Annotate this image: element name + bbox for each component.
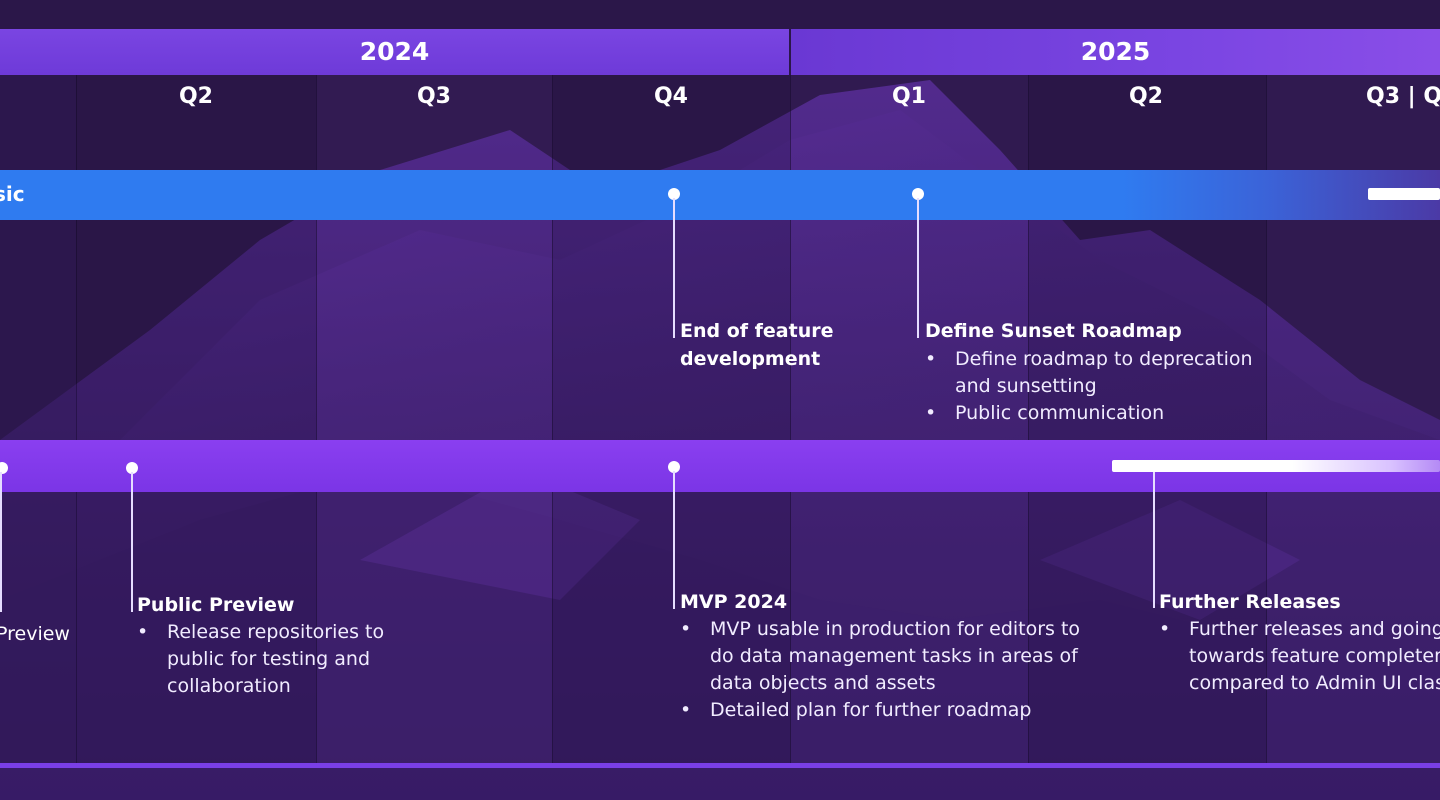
milestone-stem xyxy=(917,198,919,338)
milestone-stem xyxy=(673,198,675,338)
list-item: MVP usable in production for editors to … xyxy=(680,616,1090,697)
milestone-end-feature-title-2: development xyxy=(680,348,821,370)
milestone-public-preview-title: Public Preview xyxy=(137,594,295,616)
milestone-mvp-list: MVP usable in production for editors to … xyxy=(680,616,1090,724)
milestone-dot xyxy=(668,461,680,473)
quarter-label: Q2 xyxy=(1128,84,1163,109)
quarter-label: Q2 xyxy=(178,84,213,109)
milestone-stem xyxy=(673,471,675,609)
milestone-dot xyxy=(0,462,8,474)
milestone-stem xyxy=(131,472,133,612)
list-item: Detailed plan for further roadmap xyxy=(680,697,1090,724)
year-header-2024: 2024 xyxy=(0,29,789,75)
further-releases-bar xyxy=(1112,460,1440,472)
classic-continuation-bar xyxy=(1368,188,1440,200)
milestone-sunset-title: Define Sunset Roadmap xyxy=(925,320,1182,342)
milestone-mvp-title: MVP 2024 xyxy=(680,591,788,613)
milestone-stem xyxy=(0,472,2,612)
milestone-dot xyxy=(912,188,924,200)
list-item: Release repositories to public for testi… xyxy=(137,619,417,700)
milestone-further-title: Further Releases xyxy=(1159,591,1341,613)
quarter-label: Q1 xyxy=(891,84,926,109)
quarter-label: Q4 xyxy=(653,84,688,109)
quarter-label: Q3 | Q xyxy=(1366,84,1440,109)
milestone-public-preview-list: Release repositories to public for testi… xyxy=(137,619,417,700)
list-item: Public communication xyxy=(925,400,1255,427)
list-item: Define roadmap to deprecation and sunset… xyxy=(925,346,1255,400)
classic-track-bar xyxy=(0,170,1440,220)
milestone-stem xyxy=(1153,472,1155,608)
milestone-end-feature-title: End of feature xyxy=(680,320,834,342)
milestone-preview-fragment: Preview xyxy=(0,623,70,645)
list-item: Further releases and going towards featu… xyxy=(1159,616,1440,697)
bottom-divider xyxy=(0,763,1440,768)
milestone-dot xyxy=(126,462,138,474)
year-header-2025: 2025 xyxy=(791,29,1440,75)
classic-track-label: sic xyxy=(0,182,25,206)
milestone-dot xyxy=(668,188,680,200)
quarter-label: Q3 xyxy=(416,84,451,109)
milestone-further-list: Further releases and going towards featu… xyxy=(1159,616,1440,697)
milestone-sunset-list: Define roadmap to deprecation and sunset… xyxy=(925,346,1255,427)
